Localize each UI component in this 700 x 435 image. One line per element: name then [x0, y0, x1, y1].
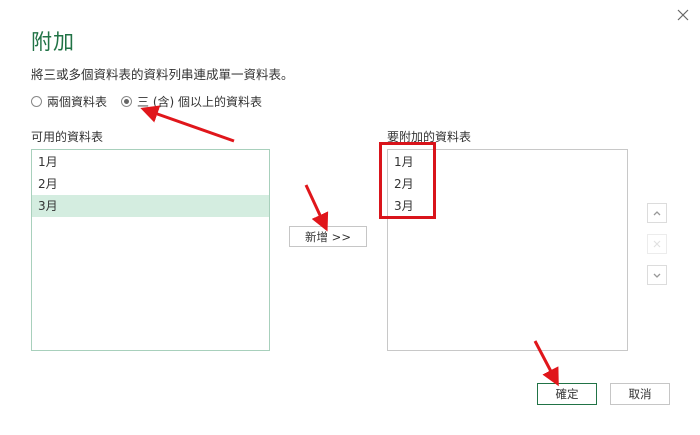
dialog-title: 附加 [31, 30, 75, 54]
ok-button[interactable]: 確定 [537, 383, 597, 405]
list-item[interactable]: 1月 [38, 155, 58, 169]
close-icon [677, 9, 689, 21]
arrow-to-radio [140, 105, 235, 143]
list-item[interactable]: 2月 [38, 177, 58, 191]
tables-to-append-label: 要附加的資料表 [387, 130, 472, 144]
remove-button[interactable] [647, 234, 667, 254]
add-button[interactable]: 新增 >> [289, 226, 367, 247]
radio-button-icon [31, 96, 42, 107]
radio-label: 三 (含) 個以上的資料表 [137, 95, 263, 109]
close-button[interactable] [673, 5, 693, 25]
list-item[interactable]: 3月 [394, 199, 414, 213]
available-tables-list[interactable]: 1月 2月 3月 [31, 149, 270, 351]
move-down-button[interactable] [647, 265, 667, 285]
dialog-description: 將三或多個資料表的資料列串連成單一資料表。 [31, 67, 294, 82]
remove-icon [653, 240, 661, 248]
move-up-button[interactable] [647, 203, 667, 223]
tables-to-append-list[interactable]: 1月 2月 3月 [387, 149, 628, 351]
chevron-down-icon [653, 273, 661, 278]
chevron-up-icon [653, 211, 661, 216]
radio-label: 兩個資料表 [47, 95, 108, 109]
mode-radio-group: 兩個資料表 三 (含) 個以上的資料表 [31, 93, 276, 110]
list-item[interactable]: 2月 [394, 177, 414, 191]
radio-two-tables[interactable]: 兩個資料表 [31, 93, 107, 110]
available-tables-label: 可用的資料表 [31, 130, 104, 144]
arrow-to-add-button [304, 184, 329, 232]
cancel-button[interactable]: 取消 [610, 383, 670, 405]
radio-three-or-more-tables[interactable]: 三 (含) 個以上的資料表 [121, 93, 262, 110]
list-item[interactable]: 1月 [394, 155, 414, 169]
radio-button-selected-icon [121, 96, 133, 107]
list-item-selected[interactable]: 3月 [32, 195, 269, 217]
